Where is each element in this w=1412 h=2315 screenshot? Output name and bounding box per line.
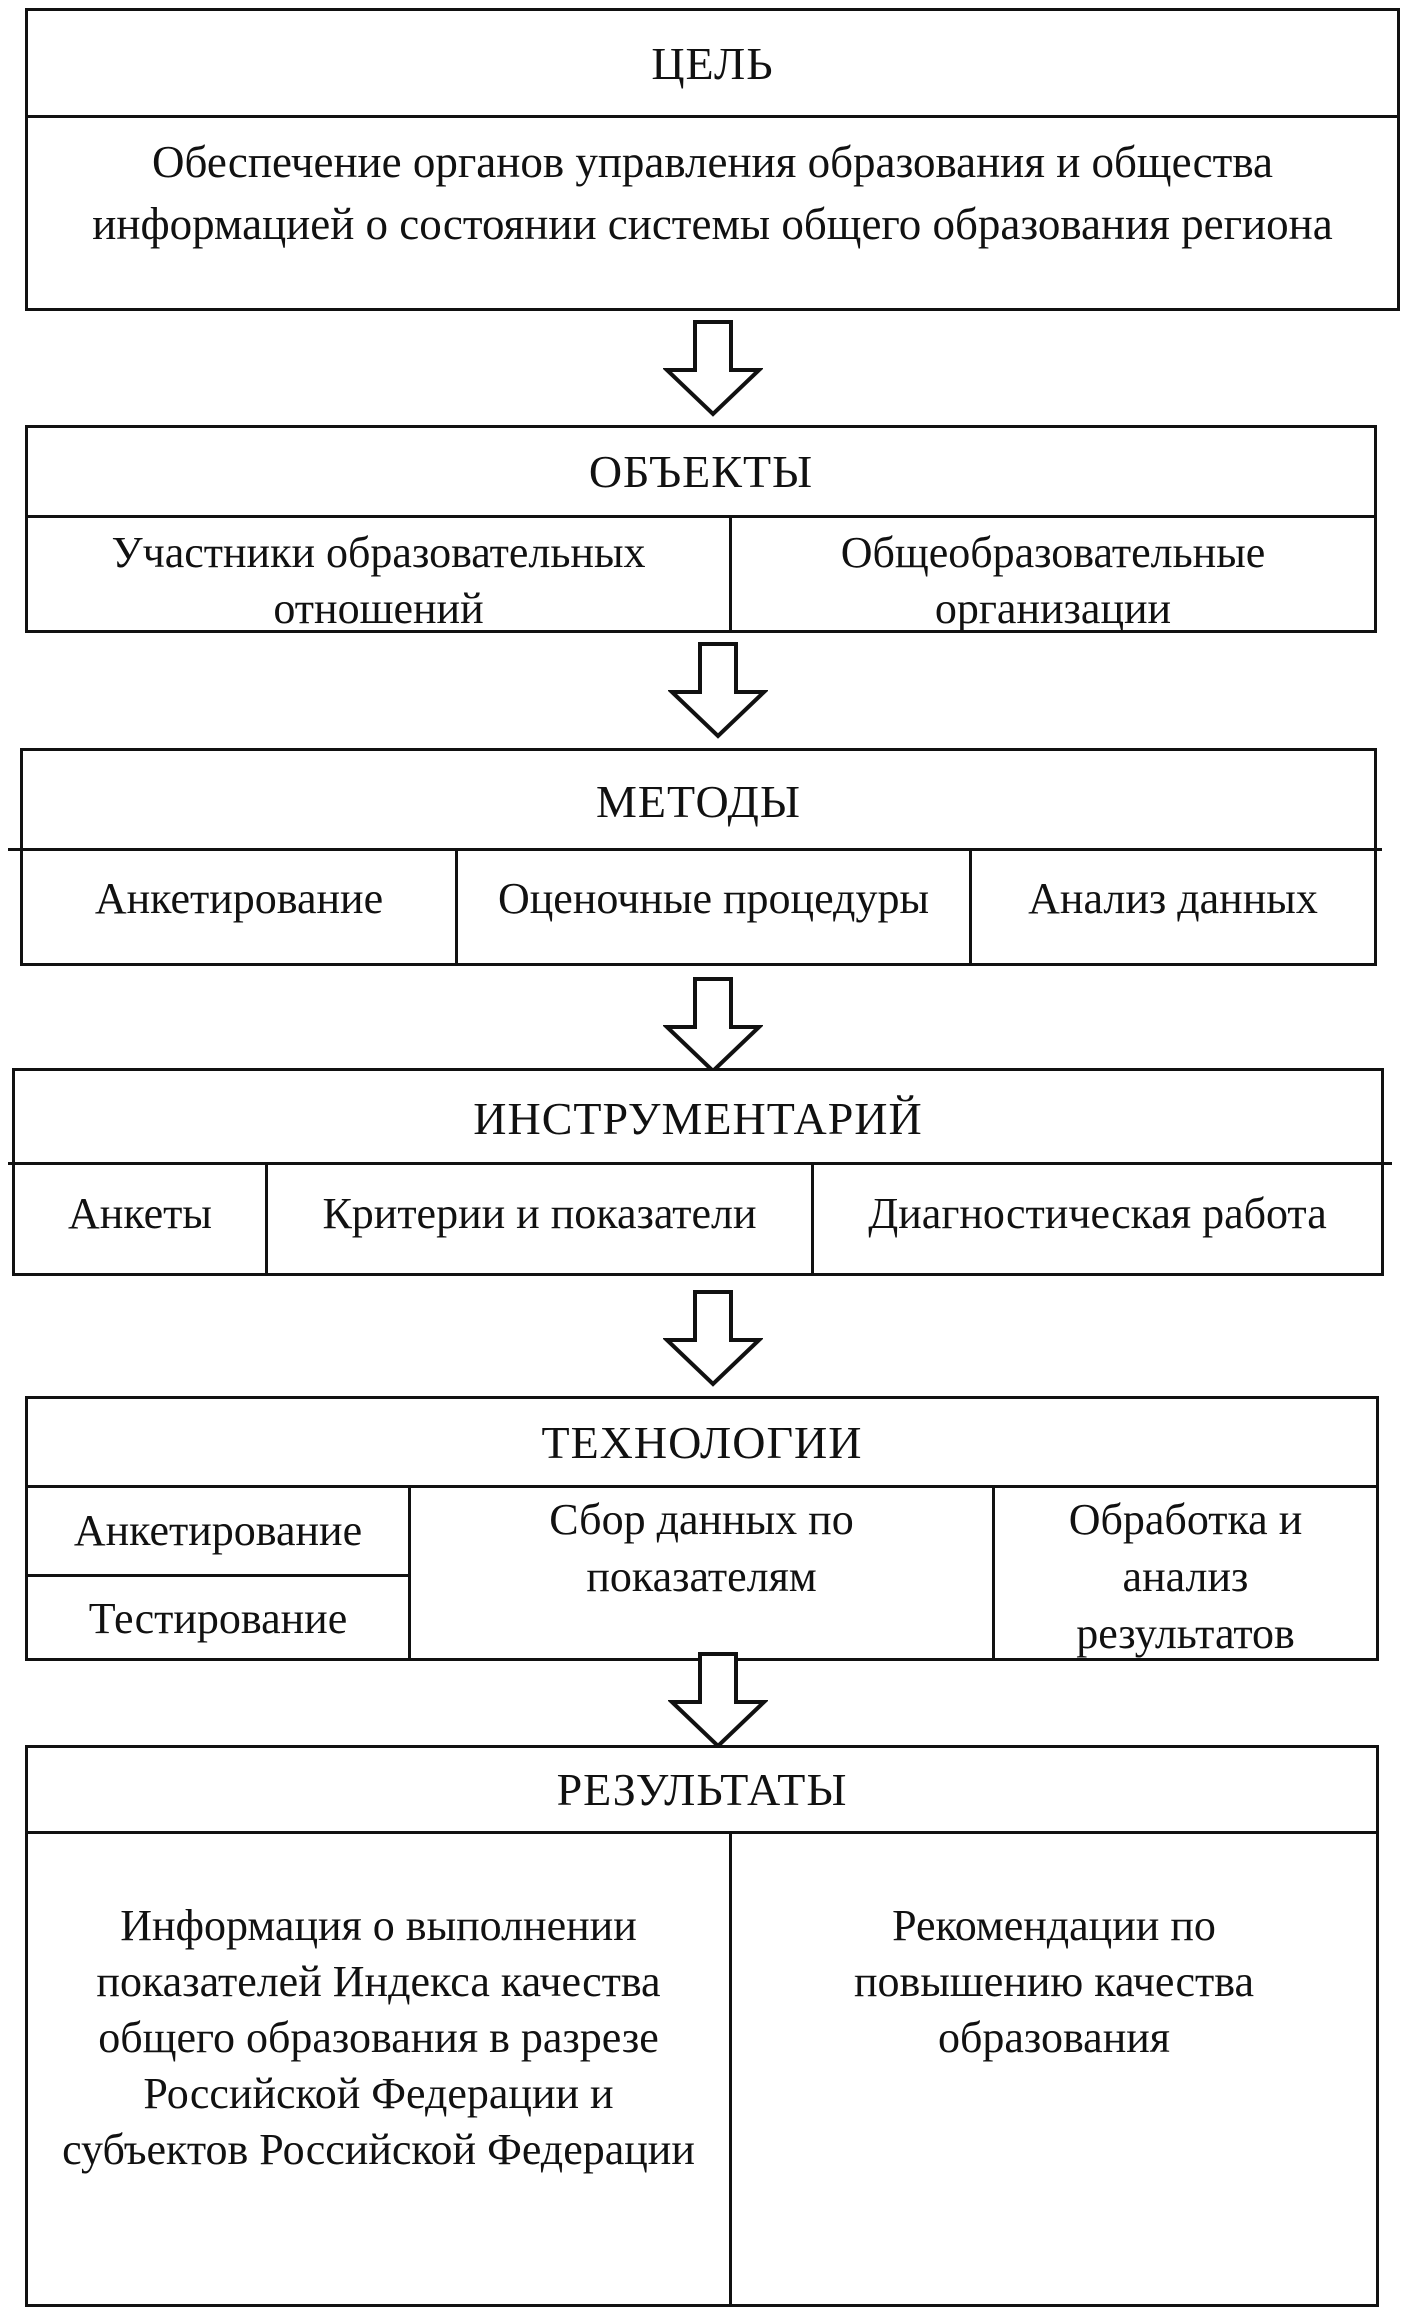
divider bbox=[28, 1574, 408, 1577]
technologies-item-testing: Тестирование bbox=[88, 1594, 348, 1644]
tools-item-diagnostic-work: Диагностическая работа bbox=[868, 1189, 1327, 1239]
objects-header: ОБЪЕКТЫ bbox=[588, 446, 814, 497]
divider bbox=[408, 1485, 411, 1658]
divider bbox=[8, 1162, 1392, 1165]
technologies-item-processing: Обработка и анализ результатов bbox=[1068, 1495, 1303, 1658]
methods-header: МЕТОДЫ bbox=[596, 775, 801, 827]
down-arrow-icon bbox=[665, 977, 761, 1073]
objects-item-organizations: Общеобразовательные организации bbox=[840, 528, 1266, 633]
results-block: РЕЗУЛЬТАТЫ Информация о выполнении показ… bbox=[25, 1745, 1379, 2307]
divider bbox=[992, 1485, 995, 1658]
down-arrow-icon bbox=[665, 320, 761, 416]
technologies-header: ТЕХНОЛОГИИ bbox=[541, 1416, 863, 1468]
methods-item-analysis: Анализ данных bbox=[1028, 874, 1318, 924]
methods-item-survey: Анкетирование bbox=[94, 874, 384, 924]
goal-header: ЦЕЛЬ bbox=[651, 37, 774, 89]
divider bbox=[729, 1831, 732, 2304]
goal-text: Обеспечение органов управления образован… bbox=[92, 137, 1333, 249]
divider bbox=[455, 851, 458, 963]
methods-block: МЕТОДЫ Анкетирование Оценочные процедуры… bbox=[20, 748, 1377, 966]
technologies-item-survey: Анкетирование bbox=[73, 1506, 363, 1556]
objects-block: ОБЪЕКТЫ Участники образовательных отноше… bbox=[25, 425, 1377, 633]
down-arrow-icon bbox=[670, 1652, 766, 1748]
down-arrow-icon bbox=[670, 642, 766, 738]
tools-item-criteria: Критерии и показатели bbox=[322, 1189, 757, 1239]
divider bbox=[811, 1165, 814, 1273]
divider bbox=[28, 1831, 1376, 1834]
results-header: РЕЗУЛЬТАТЫ bbox=[556, 1764, 848, 1815]
goal-block: ЦЕЛЬ Обеспечение органов управления обра… bbox=[25, 8, 1400, 311]
divider bbox=[28, 115, 1397, 118]
divider bbox=[28, 515, 1374, 518]
technologies-item-data-collection: Сбор данных по показателям bbox=[549, 1495, 854, 1601]
results-item-information: Информация о выполнении показателей Инде… bbox=[62, 1901, 695, 2174]
divider bbox=[265, 1165, 268, 1273]
results-item-recommendations: Рекомендации по повышению качества образ… bbox=[854, 1901, 1254, 2062]
technologies-block: ТЕХНОЛОГИИ Анкетирование Тестирование Сб… bbox=[25, 1396, 1379, 1661]
down-arrow-icon bbox=[665, 1290, 761, 1386]
divider bbox=[729, 515, 732, 630]
tools-block: ИНСТРУМЕНТАРИЙ Анкеты Критерии и показат… bbox=[12, 1068, 1384, 1276]
divider bbox=[28, 1485, 1376, 1488]
methods-item-assessment: Оценочные процедуры bbox=[497, 874, 930, 924]
objects-item-participants: Участники образовательных отношений bbox=[111, 528, 646, 633]
divider bbox=[8, 848, 1382, 851]
tools-item-questionnaires: Анкеты bbox=[68, 1189, 212, 1239]
tools-header: ИНСТРУМЕНТАРИЙ bbox=[473, 1092, 923, 1144]
divider bbox=[969, 851, 972, 963]
